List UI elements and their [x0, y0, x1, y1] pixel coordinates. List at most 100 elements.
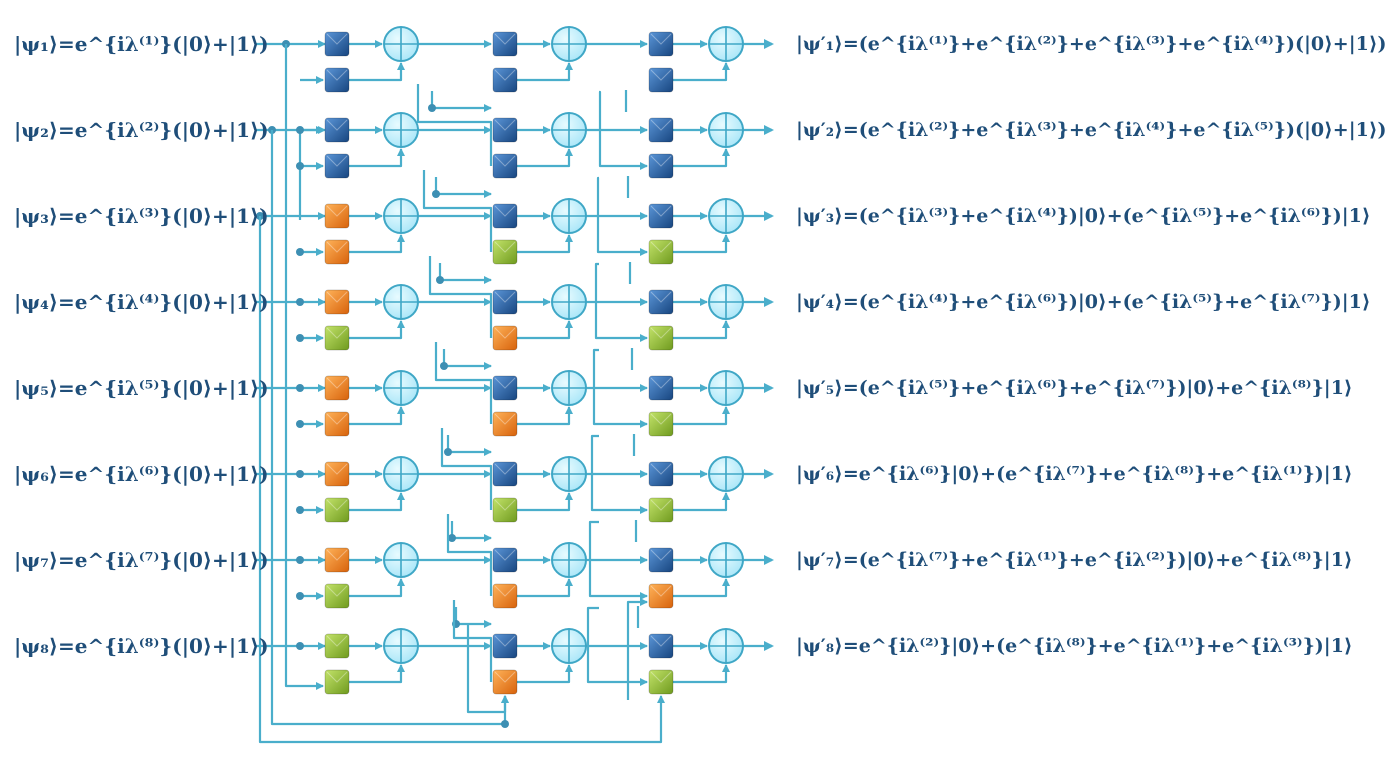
gate-highlight [494, 549, 516, 561]
gate-s2-r4-b [492, 325, 518, 351]
feed-node-8 [296, 592, 304, 600]
wire-layer [255, 39, 774, 744]
adder-s3-r8 [708, 628, 744, 664]
gate-body [492, 153, 518, 179]
gate-body [492, 583, 518, 609]
gate-highlight [326, 69, 348, 81]
adder-plus [384, 27, 418, 61]
gate-s1-r1-b [324, 67, 350, 93]
feed-s3-2 [596, 176, 648, 256]
gate-body [324, 67, 350, 93]
gate-highlight [494, 291, 516, 303]
gate-highlight [650, 463, 672, 475]
gate-s3-r8-a [648, 633, 674, 659]
gate-s2-r2-b [492, 153, 518, 179]
gate-highlight [326, 549, 348, 561]
adder-s1-r8 [383, 628, 419, 664]
gate-body [648, 117, 674, 143]
adder-s3-r7 [708, 542, 744, 578]
gate-body [324, 583, 350, 609]
feed-node-7 [296, 506, 304, 514]
output-state-6: |ψ′₆⟩=e^{iλ⁽⁶⁾}|0⟩+(e^{iλ⁽⁷⁾}+e^{iλ⁽⁸⁾}+… [796, 463, 1353, 485]
wire-second-2-3 [673, 148, 730, 168]
gate-highlight [650, 377, 672, 389]
gate-highlight [494, 205, 516, 217]
wire-second-7-2 [517, 578, 573, 598]
tap-node-4 [296, 298, 304, 306]
wire-second-6-3 [673, 492, 730, 512]
gate-highlight [326, 671, 348, 683]
gate-s3-r4-b [648, 325, 674, 351]
output-state-4: |ψ′₄⟩=(e^{iλ⁽⁴⁾}+e^{iλ⁽⁶⁾})|0⟩+(e^{iλ⁽⁵⁾… [796, 291, 1371, 313]
gate-body [324, 375, 350, 401]
gate-highlight [326, 205, 348, 217]
gate-body [324, 239, 350, 265]
gate-highlight [326, 33, 348, 45]
gate-body [492, 547, 518, 573]
gate-body [648, 583, 674, 609]
wire-second-5-2 [517, 406, 573, 426]
gate-s2-r4-a [492, 289, 518, 315]
input-state-2: |ψ₂⟩=e^{iλ⁽²⁾}(|0⟩+|1⟩) [14, 118, 269, 142]
wire-second-8-3 [673, 664, 730, 684]
gate-s3-r2-a [648, 117, 674, 143]
feed-s2-2 [434, 177, 492, 198]
gate-layer [324, 26, 744, 695]
gate-highlight [650, 327, 672, 339]
feed-s2b-2 [422, 170, 493, 252]
gate-highlight [650, 155, 672, 167]
adder-s2-r8 [551, 628, 587, 664]
gate-highlight [326, 291, 348, 303]
feed-node-3 [296, 162, 304, 170]
gate-s2-r6-b [492, 497, 518, 523]
tap-node-5 [296, 384, 304, 392]
gate-highlight [326, 463, 348, 475]
gate-s1-r6-a [324, 461, 350, 487]
gate-body [492, 289, 518, 315]
wire-second-3-2 [517, 234, 573, 254]
adder-plus [552, 543, 586, 577]
adder-plus [552, 285, 586, 319]
output-state-8: |ψ′₈⟩=e^{iλ⁽²⁾}|0⟩+(e^{iλ⁽⁸⁾}+e^{iλ⁽¹⁾}+… [796, 635, 1353, 657]
tap-node-6 [296, 470, 304, 478]
adder-plus [552, 27, 586, 61]
gate-s2-r1-b [492, 67, 518, 93]
gate-body [648, 153, 674, 179]
feed-s3-7 [586, 606, 648, 686]
gate-s3-r8-b [648, 669, 674, 695]
gate-s2-r3-b [492, 239, 518, 265]
gate-s2-r5-b [492, 411, 518, 437]
adder-plus [552, 629, 586, 663]
feed-s2-5 [446, 435, 492, 456]
adder-plus [552, 113, 586, 147]
adder-plus [552, 371, 586, 405]
gate-s2-r7-b [492, 583, 518, 609]
bus-node-2 [501, 720, 509, 728]
wire-second-4-3 [673, 320, 730, 340]
gate-body [324, 633, 350, 659]
gate-body [324, 153, 350, 179]
gate-s3-r3-b [648, 239, 674, 265]
feed-s2-node-2 [432, 190, 440, 198]
adder-s1-r3 [383, 198, 419, 234]
gate-highlight [326, 241, 348, 253]
gate-body [492, 411, 518, 437]
feed-s2b-4 [434, 342, 493, 424]
input-state-4: |ψ₄⟩=e^{iλ⁽⁴⁾}(|0⟩+|1⟩) [14, 290, 269, 314]
gate-s3-r4-a [648, 289, 674, 315]
feed-s2b-6 [446, 514, 493, 596]
gate-body [648, 325, 674, 351]
input-state-6: |ψ₆⟩=e^{iλ⁽⁶⁾}(|0⟩+|1⟩) [14, 462, 269, 486]
feed-node-2 [296, 126, 304, 134]
gate-s1-r6-b [324, 497, 350, 523]
gate-body [648, 633, 674, 659]
gate-body [492, 325, 518, 351]
gate-highlight [650, 413, 672, 425]
wire-second-4-1 [349, 320, 405, 340]
gate-highlight [650, 241, 672, 253]
wire-second-7-3 [673, 578, 730, 598]
gate-highlight [326, 635, 348, 647]
gate-body [324, 117, 350, 143]
gate-highlight [650, 671, 672, 683]
adder-plus [384, 285, 418, 319]
